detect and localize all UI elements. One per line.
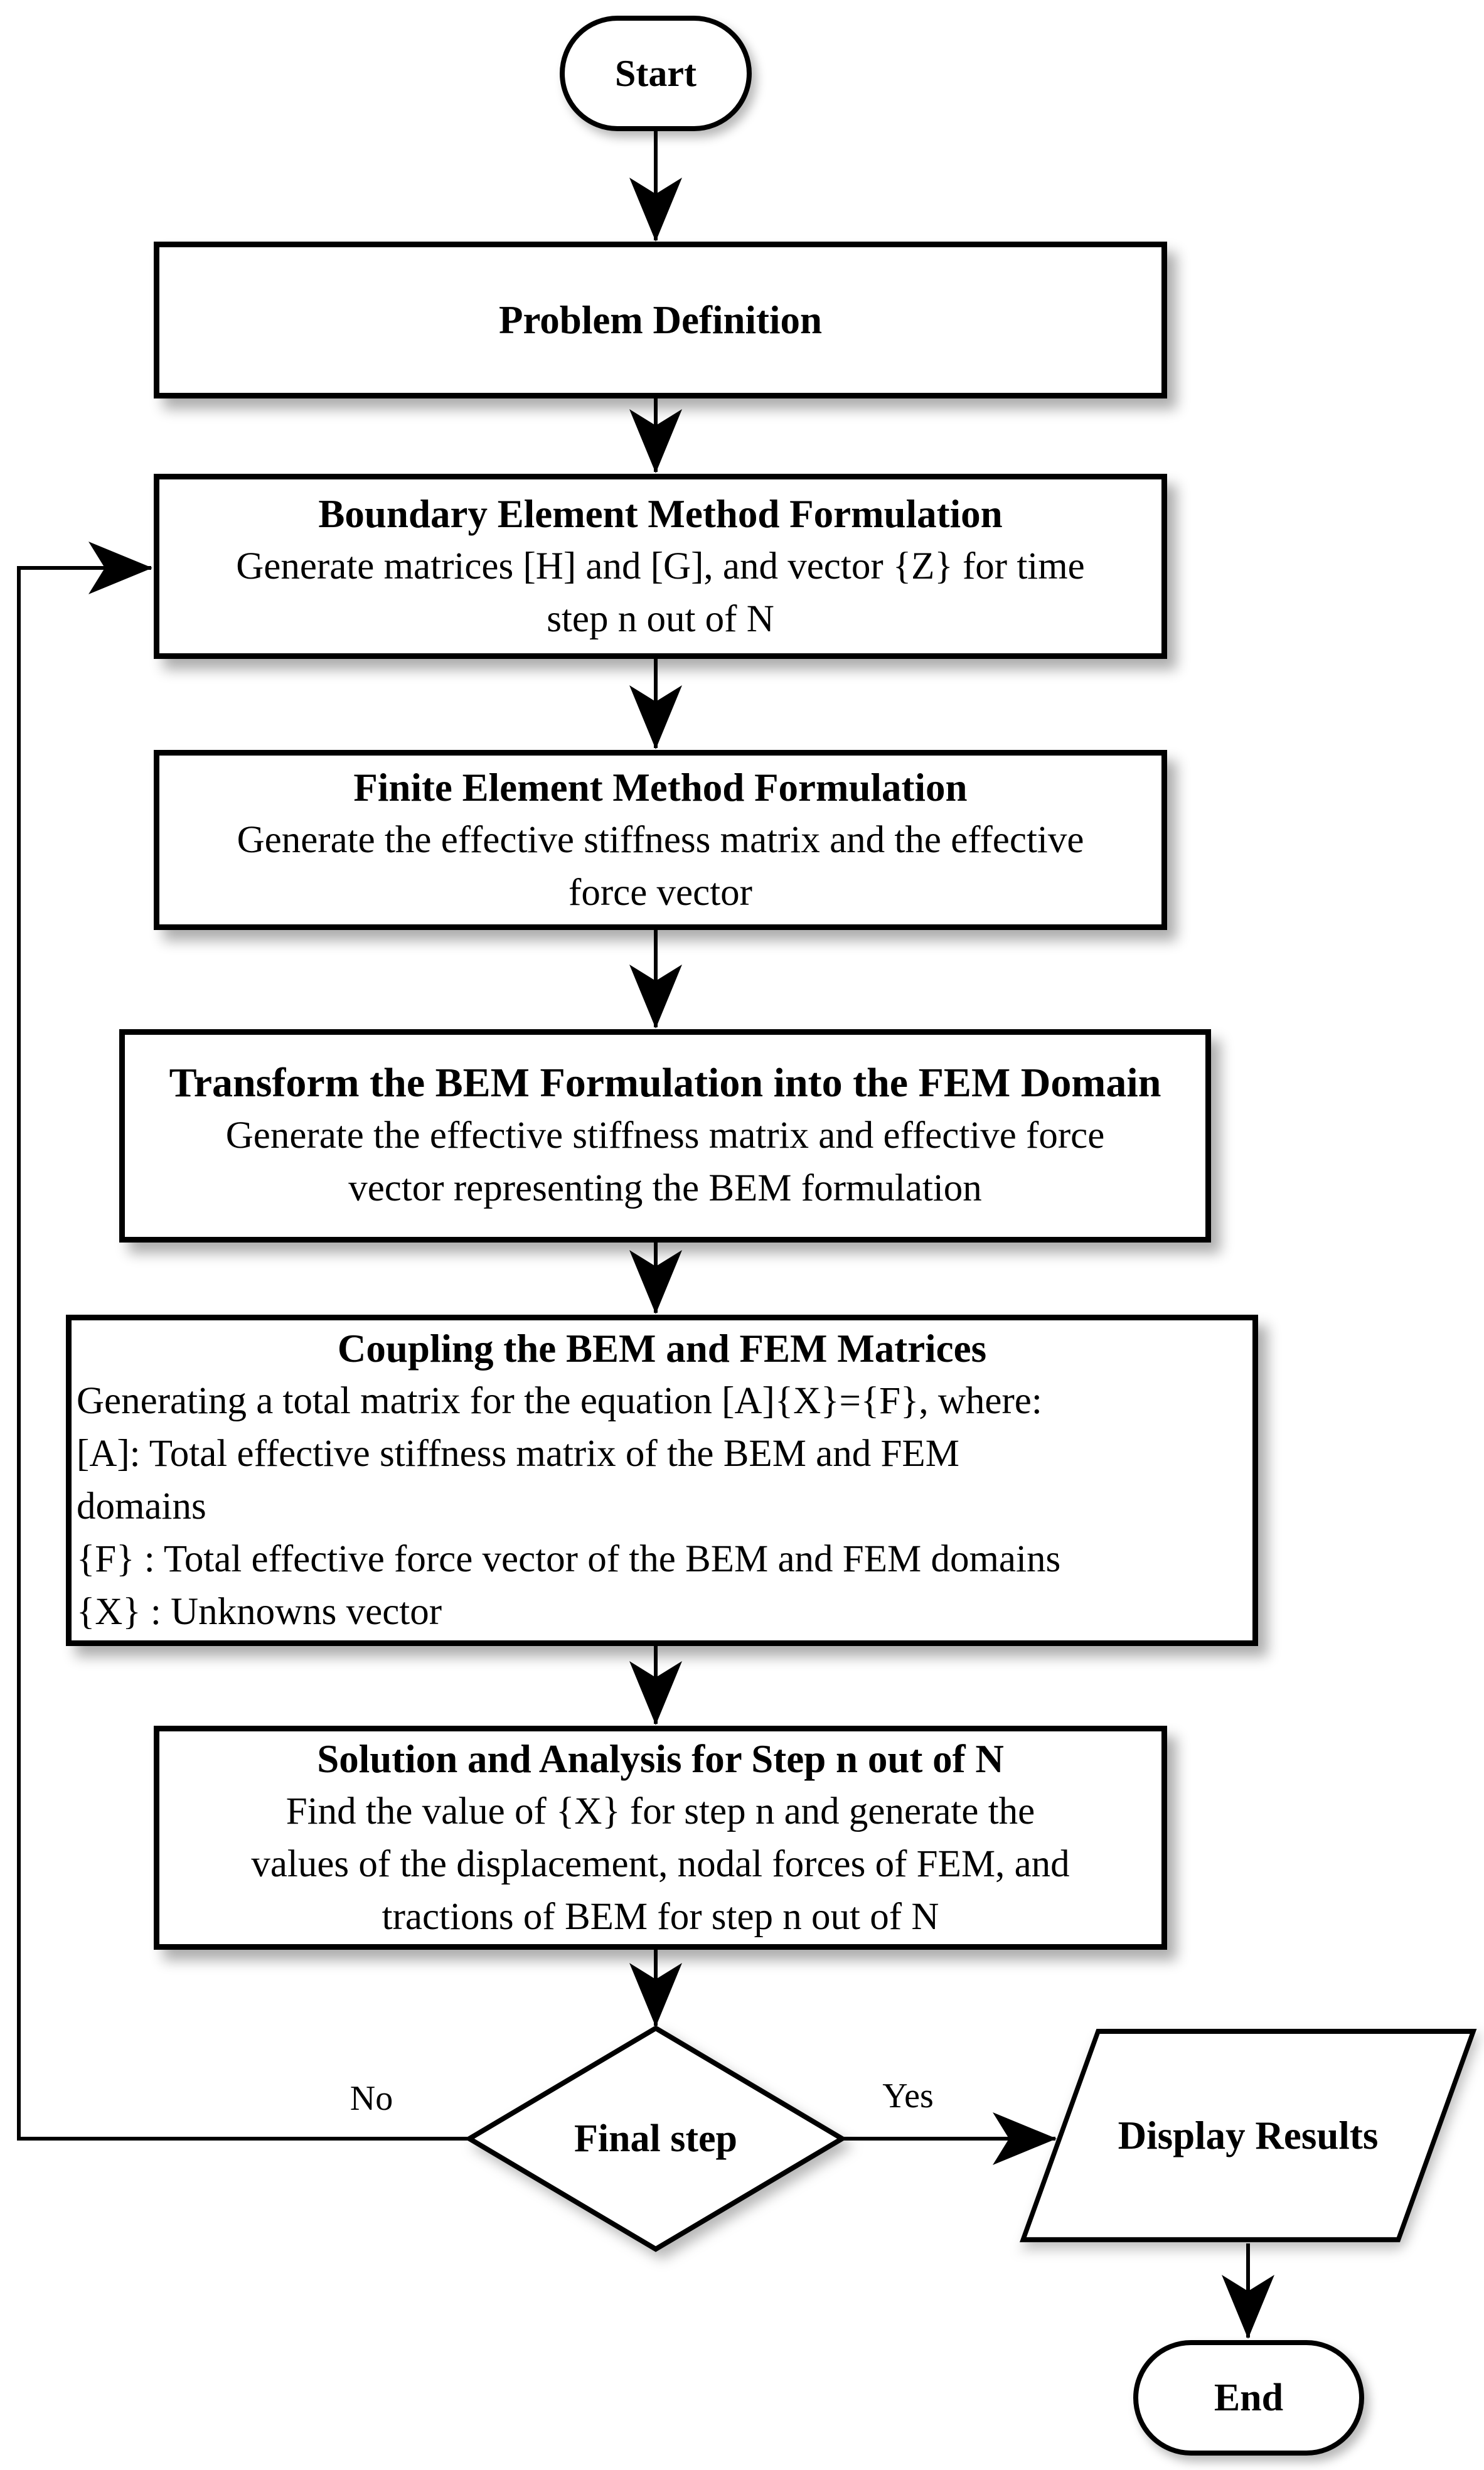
solution-body-line: values of the displacement, nodal forces… bbox=[251, 1842, 1070, 1885]
arrow-decision-no-loop-to-bem bbox=[17, 542, 469, 2141]
start-label: Start bbox=[615, 53, 697, 94]
solution-title: Solution and Analysis for Step n out of … bbox=[317, 1736, 1004, 1781]
fem-body-line: Generate the effective stiffness matrix … bbox=[237, 818, 1084, 861]
bem-title: Boundary Element Method Formulation bbox=[318, 491, 1003, 536]
transform-title: Transform the BEM Formulation into the F… bbox=[169, 1060, 1161, 1106]
decision-final-step: Final step bbox=[530, 2029, 781, 2248]
process-bem-formulation: Boundary Element Method Formulation Gene… bbox=[154, 474, 1167, 659]
bem-body-line: Generate matrices [H] and [G], and vecto… bbox=[236, 545, 1085, 587]
coupling-body-line: {X} : Unknowns vector bbox=[77, 1591, 442, 1633]
output-display-results: Display Results bbox=[1020, 2029, 1476, 2242]
coupling-title: Coupling the BEM and FEM Matrices bbox=[337, 1327, 987, 1371]
edge-label-no: No bbox=[350, 2079, 393, 2118]
process-transform-bem-to-fem: Transform the BEM Formulation into the F… bbox=[119, 1029, 1211, 1243]
end-node: End bbox=[1133, 2340, 1364, 2456]
fem-title: Finite Element Method Formulation bbox=[353, 765, 968, 810]
decision-diamond-shape bbox=[464, 2025, 847, 2252]
edge-label-yes: Yes bbox=[882, 2077, 934, 2115]
bem-body-line: step n out of N bbox=[547, 597, 774, 640]
solution-body-line: tractions of BEM for step n out of N bbox=[382, 1895, 939, 1938]
start-node: Start bbox=[560, 16, 752, 131]
process-solution-analysis: Solution and Analysis for Step n out of … bbox=[154, 1726, 1167, 1950]
coupling-body-line: domains bbox=[77, 1485, 206, 1527]
transform-body-line: vector representing the BEM formulation bbox=[348, 1167, 982, 1209]
display-label: Display Results bbox=[1118, 2113, 1379, 2157]
coupling-body-line: Generating a total matrix for the equati… bbox=[77, 1380, 1042, 1422]
coupling-body-line: {F} : Total effective force vector of th… bbox=[77, 1538, 1061, 1580]
decision-label: Final step bbox=[574, 2117, 738, 2160]
process-coupling-matrices: Coupling the BEM and FEM Matrices Genera… bbox=[66, 1315, 1258, 1646]
transform-body-line: Generate the effective stiffness matrix … bbox=[225, 1115, 1105, 1157]
process-problem-definition: Problem Definition bbox=[154, 242, 1167, 398]
problem-title: Problem Definition bbox=[498, 298, 823, 342]
coupling-body-line: [A]: Total effective stiffness matrix of… bbox=[77, 1433, 959, 1475]
fem-body-line: force vector bbox=[569, 871, 752, 914]
process-fem-formulation: Finite Element Method Formulation Genera… bbox=[154, 750, 1167, 930]
end-label: End bbox=[1214, 2376, 1284, 2419]
solution-body-line: Find the value of {X} for step n and gen… bbox=[286, 1790, 1035, 1832]
